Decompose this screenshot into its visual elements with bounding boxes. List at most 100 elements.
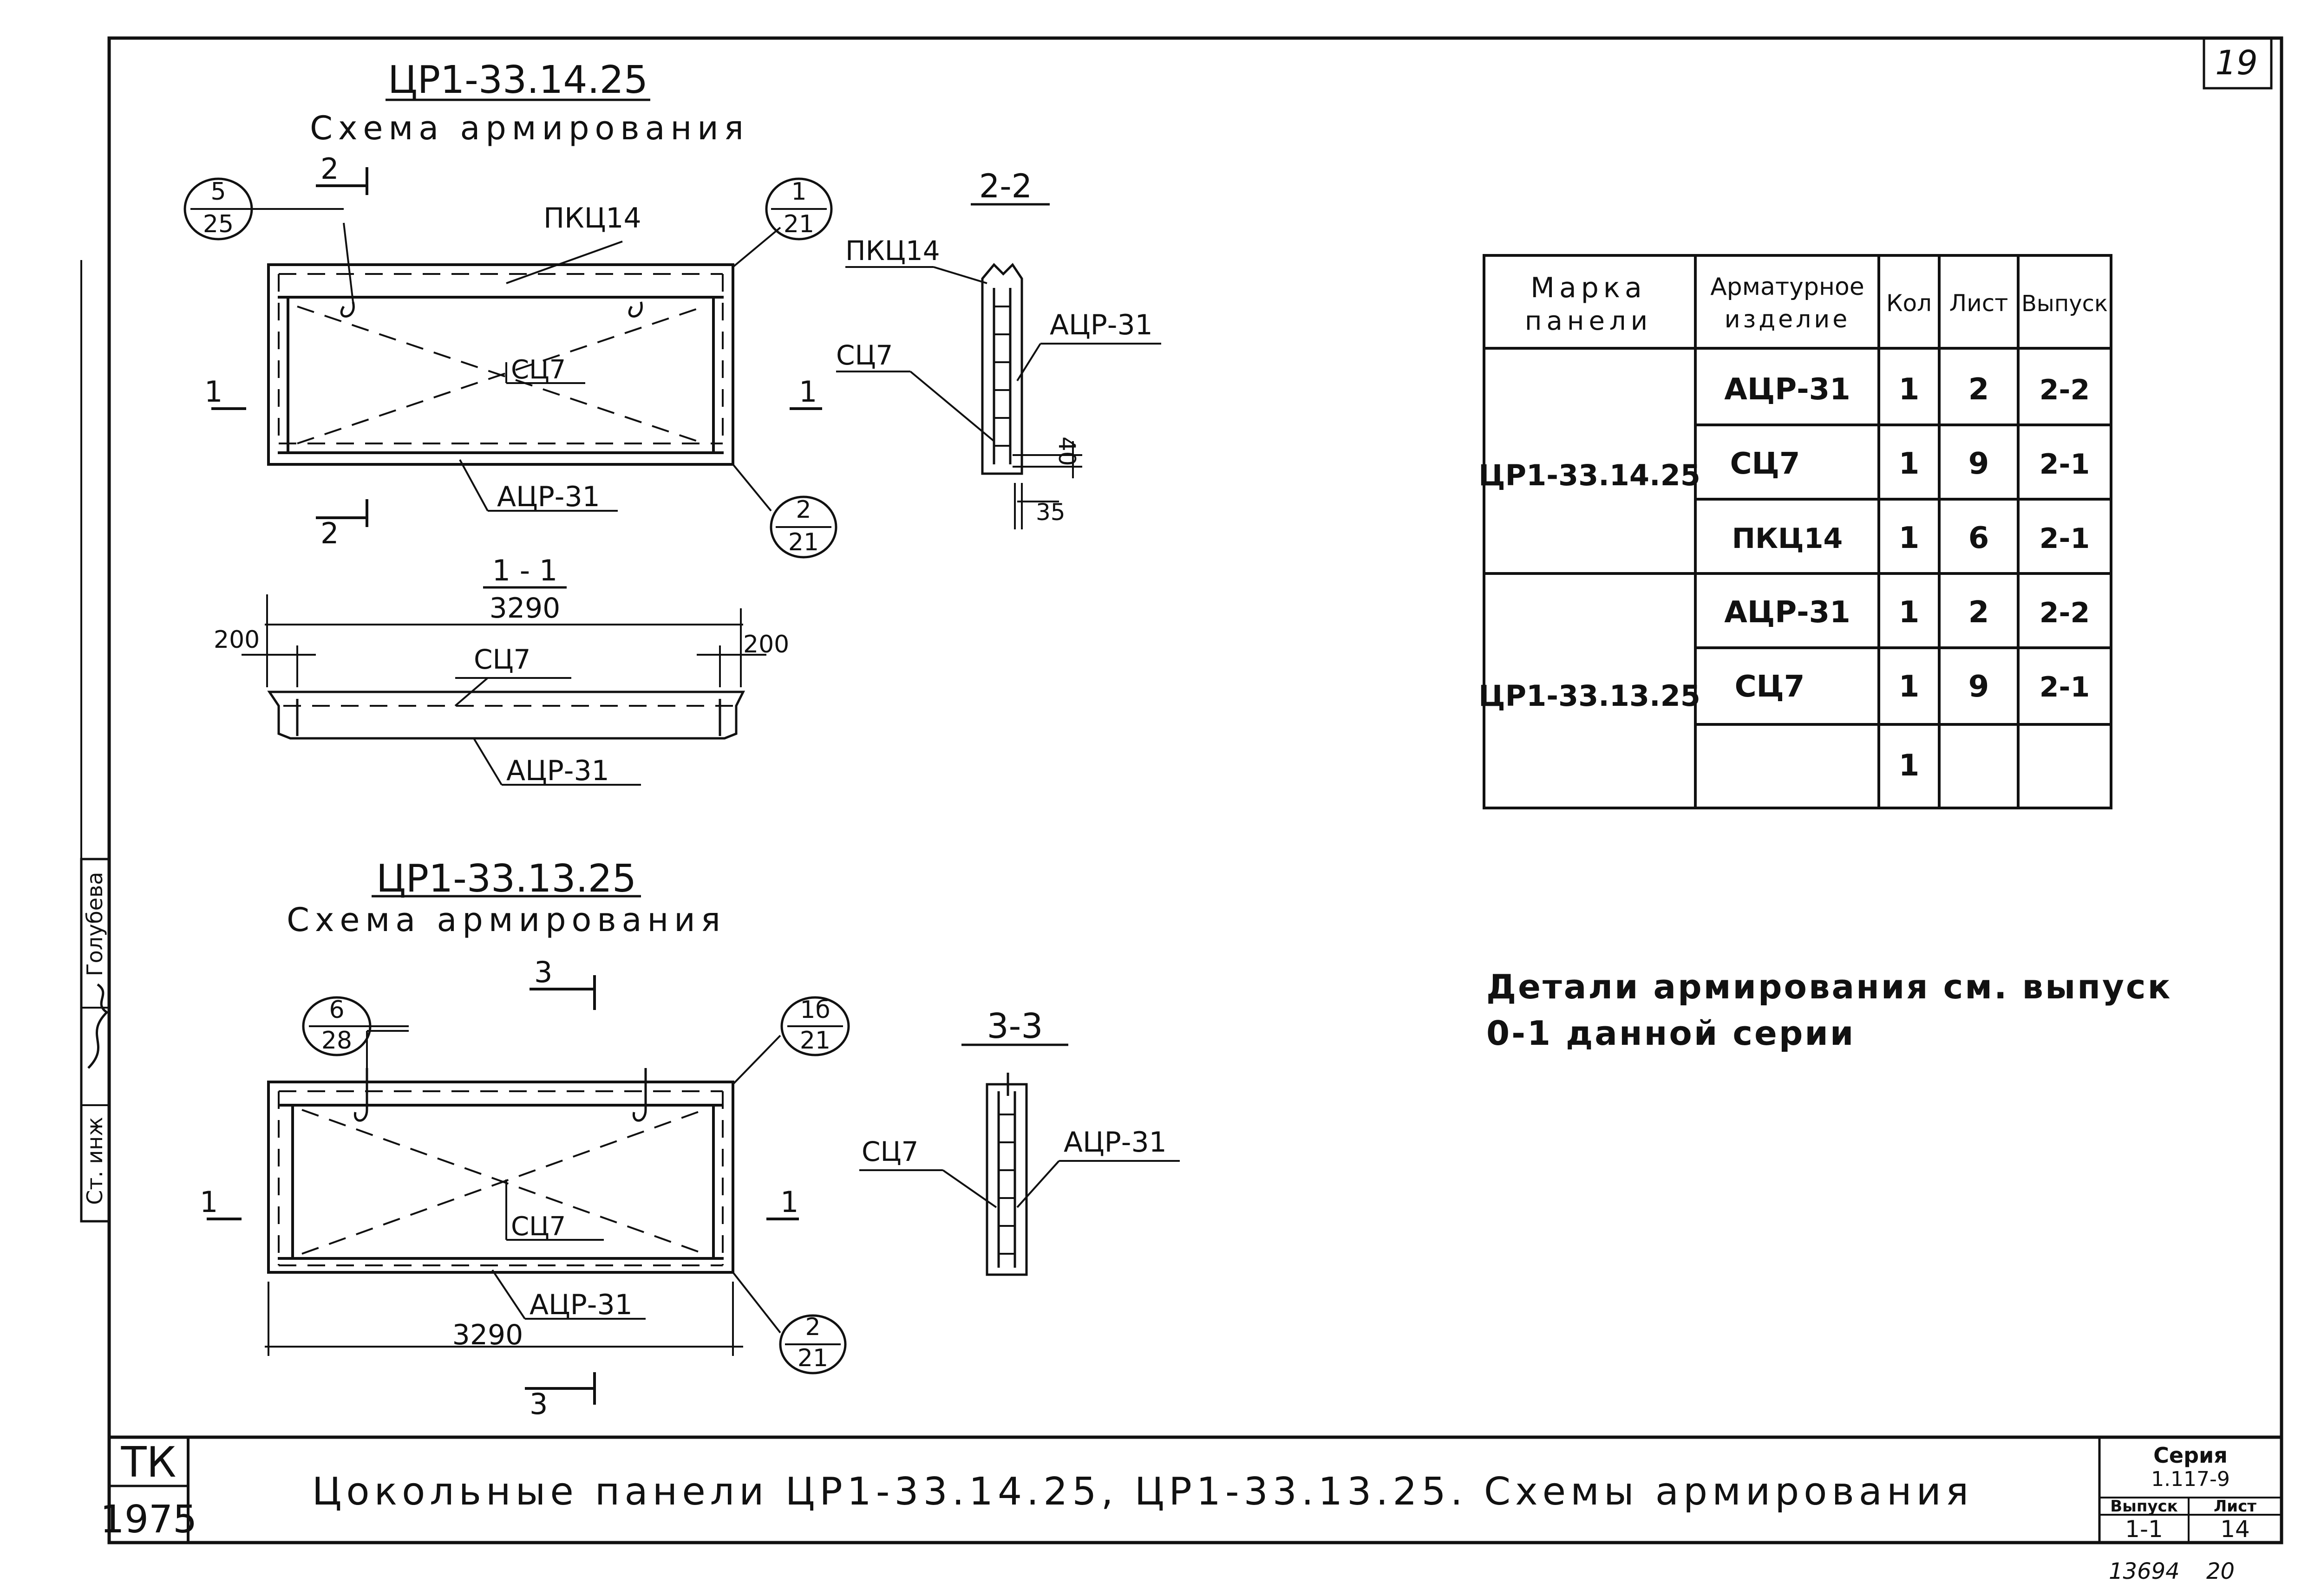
- section-22-labels: 2-2 ПКЦ14 АЦР-31 СЦ7 40 35: [836, 167, 1153, 526]
- spec-table-grid: [1483, 254, 2112, 809]
- inventory-number: 13694: [2109, 1558, 2180, 1584]
- signature-mark: [87, 983, 109, 1069]
- callout-21c: 21: [800, 1027, 830, 1055]
- callout-1: 1: [791, 178, 806, 206]
- table-row-2-qty: 1: [1899, 447, 1920, 481]
- callout-2b: 2: [805, 1313, 820, 1341]
- sheet-frame: [80, 36, 2283, 1544]
- scheme-bottom-subtitle: Схема армирования: [287, 901, 726, 939]
- section-11-label-sc7: СЦ7: [474, 644, 530, 675]
- section-33-label-acr31: АЦР-31: [1064, 1126, 1167, 1159]
- table-mark-2: ЦР1-33.13.25: [1478, 679, 1700, 713]
- scheme-bottom-labels: ЦР1-33.13.25 Схема армирования 6 28 1б 2…: [200, 857, 830, 1421]
- issue-label: Выпуск: [2110, 1497, 2178, 1516]
- callout-25: 25: [203, 210, 234, 238]
- table-row-3-qty: 1: [1899, 521, 1920, 555]
- series-value: 1.117-9: [2151, 1467, 2230, 1491]
- table-row-4-issue: 2-2: [2040, 597, 2090, 629]
- callout-5: 5: [210, 178, 226, 206]
- table-mark-1: ЦР1-33.14.25: [1478, 458, 1700, 492]
- section-33-label-sc7: СЦ7: [862, 1136, 918, 1167]
- note-line-1: Детали армирования см. выпуск: [1486, 967, 2172, 1006]
- table-row-4-sheet: 2: [1968, 595, 1989, 630]
- table-row-1-qty: 1: [1899, 372, 1920, 407]
- section-11-dim-left: 200: [214, 626, 260, 654]
- section-mark-3-top: 3: [534, 955, 552, 989]
- label-acr31: АЦР-31: [497, 481, 600, 513]
- section-22-label-acr31: АЦР-31: [1050, 309, 1153, 341]
- section-mark-3-bottom: 3: [530, 1387, 548, 1421]
- section-22-dim-40: 40: [1053, 436, 1080, 466]
- section-22-label-pkc14: ПКЦ14: [845, 235, 940, 267]
- sheet-label: Лист: [2214, 1497, 2256, 1516]
- stamp-year: 1975: [100, 1498, 197, 1542]
- scheme-bottom-label-sc7: СЦ7: [511, 1212, 566, 1242]
- table-header-sheet: Лист: [1949, 290, 2008, 317]
- section-mark-2-bottom: 2: [320, 516, 339, 550]
- table-row-4-qty: 1: [1899, 595, 1920, 630]
- section-33-labels: 3-3 СЦ7 АЦР-31: [862, 1006, 1167, 1167]
- scheme-top-subtitle: Схема армирования: [310, 109, 749, 147]
- table-row-5-item: СЦ7: [1735, 670, 1805, 704]
- table-row-3-item: ПКЦ14: [1732, 522, 1843, 555]
- section-22-drawing: [836, 203, 1161, 529]
- section-mark-1-left: 1: [204, 375, 222, 409]
- scheme-top-title: ЦР1-33.14.25: [388, 58, 648, 102]
- side-stamp-name: Голубева: [82, 872, 107, 977]
- note-block: Детали армирования см. выпуск 0-1 данной…: [1486, 967, 2172, 1053]
- title-block: ТК 1975 Цокольные панели ЦР1-33.14.25, Ц…: [100, 1438, 2257, 1584]
- label-pkc14: ПКЦ14: [543, 202, 641, 235]
- table-header-mark-2: панели: [1525, 306, 1652, 336]
- table-header-item-1: Арматурное: [1710, 273, 1864, 301]
- section-mark-2-top: 2: [320, 152, 339, 186]
- table-row-5-issue: 2-1: [2040, 671, 2090, 704]
- section-11-dim-right: 200: [743, 631, 789, 658]
- page-number: 19: [2215, 43, 2258, 82]
- table-row-1-item: АЦР-31: [1724, 372, 1850, 407]
- section-11-drawing: [242, 586, 766, 786]
- table-row-5-qty: 1: [1899, 670, 1920, 704]
- sheet-title: Цокольные панели ЦР1-33.14.25, ЦР1-33.13…: [312, 1470, 1974, 1514]
- table-header-item-2: изделие: [1725, 306, 1850, 333]
- table-row-1-sheet: 2: [1968, 372, 1989, 407]
- section-22-label-sc7: СЦ7: [836, 339, 893, 371]
- callout-21d: 21: [798, 1344, 828, 1372]
- callout-21b: 21: [788, 528, 819, 556]
- section-33-title: 3-3: [987, 1006, 1043, 1046]
- table-row-2-sheet: 9: [1968, 447, 1989, 481]
- table-row-6-qty: 1: [1899, 749, 1920, 783]
- callout-2: 2: [796, 496, 811, 524]
- table-row-4-item: АЦР-31: [1724, 595, 1850, 630]
- label-sc7: СЦ7: [511, 355, 566, 385]
- section-mark-1b-left: 1: [200, 1185, 218, 1219]
- table-header-issue: Выпуск: [2021, 291, 2108, 317]
- scheme-top-drawing: [183, 98, 837, 559]
- table-row-1-issue: 2-2: [2040, 374, 2090, 406]
- table-header-mark-1: Марка: [1530, 272, 1647, 304]
- stamp-code: ТК: [121, 1438, 177, 1487]
- scheme-bottom-title: ЦР1-33.13.25: [376, 857, 636, 901]
- sheet-value: 14: [2220, 1516, 2250, 1543]
- section-22-title: 2-2: [979, 167, 1032, 205]
- section-11-label-acr31: АЦР-31: [506, 755, 609, 787]
- note-line-2: 0-1 данной серии: [1486, 1014, 1855, 1053]
- section-33-drawing: [859, 1043, 1180, 1276]
- table-header-qty: Кол: [1886, 290, 1932, 317]
- scheme-bottom-label-acr31: АЦР-31: [530, 1289, 633, 1321]
- table-row-5-sheet: 9: [1968, 670, 1989, 704]
- section-22-dim-35: 35: [1036, 499, 1066, 526]
- inventory-suffix: 20: [2206, 1558, 2235, 1584]
- side-stamp-role: Ст. инж: [82, 1117, 107, 1205]
- scheme-bottom-drawing: [207, 895, 850, 1405]
- table-row-3-issue: 2-1: [2040, 522, 2090, 555]
- table-row-2-item: СЦ7: [1730, 447, 1800, 481]
- series-label: Серия: [2153, 1443, 2228, 1468]
- sheet-meta: 19 Ст. инж Голубева: [82, 43, 2258, 1205]
- section-11-dim-overall: 3290: [490, 592, 561, 625]
- table-row-3-sheet: 6: [1968, 521, 1989, 555]
- callout-28: 28: [321, 1027, 352, 1055]
- section-11-labels: 1 - 1 3290 200 200 СЦ7 АЦР-31: [214, 554, 789, 787]
- section-mark-1-right: 1: [799, 375, 817, 409]
- section-mark-1b-right: 1: [780, 1185, 798, 1219]
